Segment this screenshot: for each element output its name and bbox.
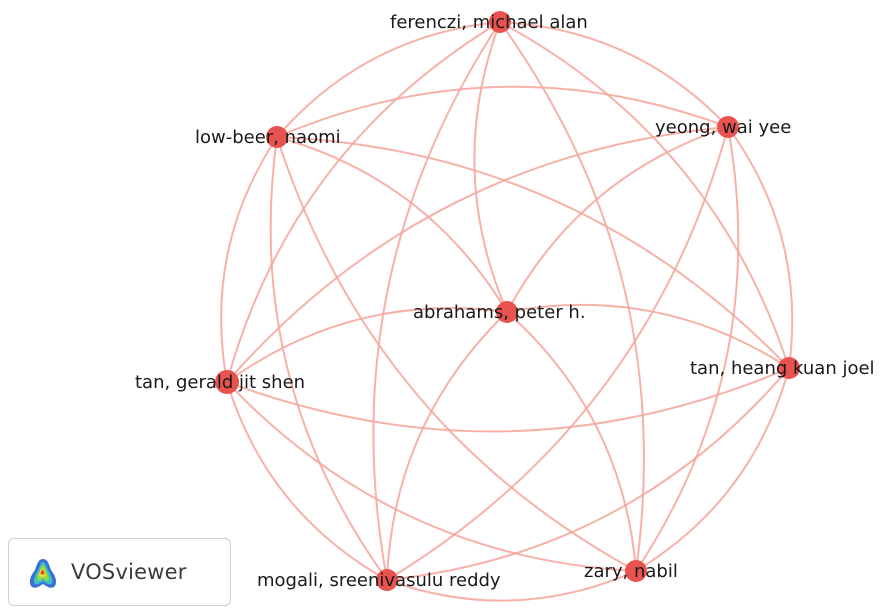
node-label-mogali[interactable]: mogali, sreenivasulu reddy xyxy=(257,570,501,591)
link-tan-heang-mogali xyxy=(386,367,790,581)
link-tan-gerald-tan-heang xyxy=(226,367,790,433)
node-label-ferenczi[interactable]: ferenczi, michael alan xyxy=(390,12,588,33)
link-low-beer-abrahams xyxy=(276,136,508,313)
node-label-low-beer[interactable]: low-beer, naomi xyxy=(195,127,341,148)
link-yeong-abrahams xyxy=(506,126,729,313)
node-yeong[interactable] xyxy=(717,116,739,138)
vosviewer-heatmap-icon xyxy=(29,559,57,588)
link-yeong-zary xyxy=(635,126,740,572)
node-label-tan-heang[interactable]: tan, heang kuan joel xyxy=(690,358,875,379)
link-ferenczi-abrahams xyxy=(473,21,508,313)
link-layer xyxy=(220,21,794,602)
link-ferenczi-low-beer xyxy=(276,21,501,138)
vosviewer-logo-text: VOSviewer xyxy=(71,560,187,584)
link-yeong-tan-gerald xyxy=(226,126,729,383)
link-abrahams-mogali xyxy=(386,311,508,581)
link-low-beer-zary xyxy=(276,136,637,572)
node-mogali[interactable] xyxy=(376,569,398,591)
node-label-zary[interactable]: zary, nabil xyxy=(584,561,678,582)
node-label-abrahams[interactable]: abrahams, peter h. xyxy=(413,302,586,323)
link-low-beer-yeong xyxy=(276,85,729,138)
node-ferenczi[interactable] xyxy=(489,11,511,33)
link-abrahams-tan-gerald xyxy=(226,307,508,383)
link-abrahams-zary xyxy=(506,311,637,572)
node-tan-gerald[interactable] xyxy=(215,370,239,394)
link-ferenczi-zary xyxy=(499,21,645,572)
node-label-yeong[interactable]: yeong, wai yee xyxy=(655,117,791,138)
label-layer: ferenczi, michael alan low-beer, naomi yeo… xyxy=(135,12,875,591)
node-layer xyxy=(215,11,800,591)
link-yeong-tan-heang xyxy=(727,126,794,369)
link-ferenczi-yeong xyxy=(499,21,729,128)
link-low-beer-tan-gerald xyxy=(220,136,278,383)
link-ferenczi-tan-heang xyxy=(499,21,790,369)
link-low-beer-tan-heang xyxy=(276,136,790,369)
node-zary[interactable] xyxy=(625,560,647,582)
link-ferenczi-tan-gerald xyxy=(226,21,501,383)
link-tan-gerald-mogali xyxy=(226,381,388,581)
link-abrahams-tan-heang xyxy=(506,303,790,369)
link-tan-gerald-zary xyxy=(226,381,637,572)
vosviewer-logo: VOSviewer xyxy=(8,538,231,606)
link-ferenczi-mogali xyxy=(372,21,501,581)
link-tan-heang-zary xyxy=(635,367,790,572)
node-low-beer[interactable] xyxy=(266,126,288,148)
node-tan-heang[interactable] xyxy=(778,357,800,379)
link-mogali-zary xyxy=(386,570,637,602)
link-yeong-mogali xyxy=(386,126,729,581)
node-abrahams[interactable] xyxy=(496,301,518,323)
node-label-tan-gerald[interactable]: tan, gerald jit shen xyxy=(135,372,305,393)
link-low-beer-mogali xyxy=(269,136,388,581)
